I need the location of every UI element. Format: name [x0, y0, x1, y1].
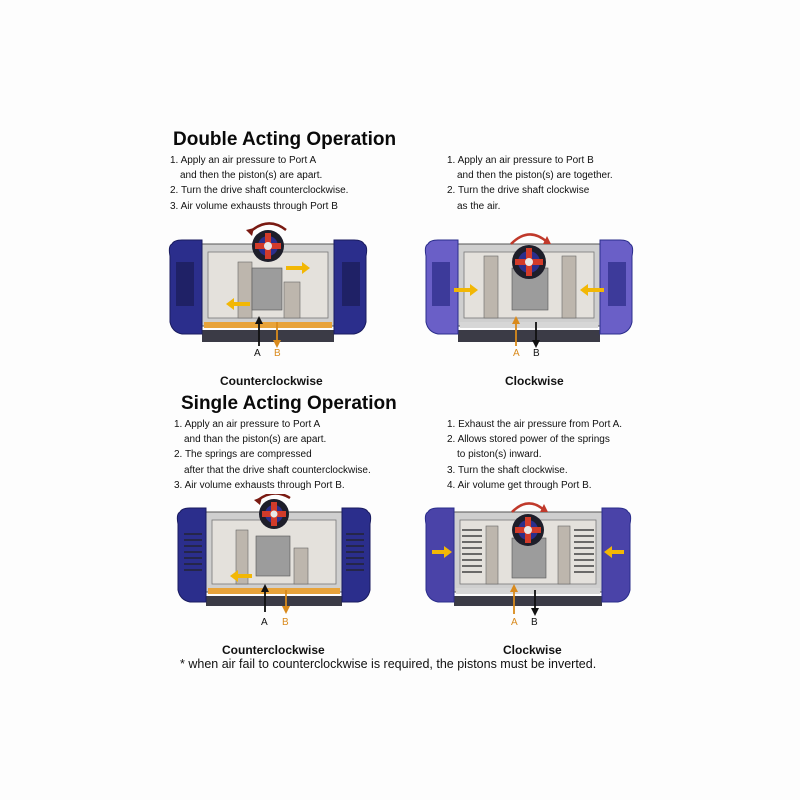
step-line: and then the piston(s) are together. [457, 170, 613, 182]
step-line: 1. Apply an air pressure to Port A [170, 155, 317, 166]
step-line: 3. Air volume exhausts through Port B. [174, 479, 345, 491]
port-b-label: B [274, 348, 281, 359]
port-b-label: B [282, 617, 289, 628]
port-a-label: A [513, 348, 520, 359]
step-line: as the air. [457, 200, 501, 212]
double-cw-actuator-diagram [424, 233, 634, 348]
port-a-label: A [511, 617, 518, 628]
single-acting-title: Single Acting Operation [181, 393, 397, 414]
double-acting-right-steps: 1. Apply an air pressure to Port B and t… [447, 153, 613, 214]
single-ccw-actuator-diagram [176, 494, 372, 614]
step-line: to piston(s) inward. [457, 449, 542, 461]
double-ccw-caption: Counterclockwise [220, 374, 323, 388]
step-line: 3. Air volume exhausts through Port B [170, 200, 338, 212]
step-line: 4. Air volume get through Port B. [447, 479, 592, 491]
double-cw-caption: Clockwise [505, 374, 564, 388]
step-line: 1. Apply an air pressure to Port A [174, 419, 321, 430]
single-cw-actuator-diagram [424, 502, 632, 616]
single-acting-left-steps: 1. Apply an air pressure to Port A and t… [174, 417, 371, 493]
step-line: 1. Exhaust the air pressure from Port A. [447, 419, 623, 430]
step-line: 1. Apply an air pressure to Port B [447, 155, 594, 166]
double-ccw-actuator-diagram [168, 222, 368, 348]
step-line: 2. Allows stored power of the springs [447, 434, 610, 446]
single-cw-caption: Clockwise [503, 643, 562, 657]
step-line: 2. Turn the drive shaft counterclockwise… [170, 185, 349, 197]
step-line: 3. Turn the shaft clockwise. [447, 464, 568, 476]
step-line: and then the piston(s) are apart. [180, 170, 323, 182]
step-line: 2. Turn the drive shaft clockwise [447, 185, 590, 197]
footnote: * when air fail to counterclockwise is r… [180, 657, 597, 671]
step-line: and than the piston(s) are apart. [184, 434, 327, 446]
double-acting-left-steps: 1. Apply an air pressure to Port A and t… [170, 153, 348, 214]
step-line: after that the drive shaft counterclockw… [184, 464, 371, 476]
single-ccw-caption: Counterclockwise [222, 643, 325, 657]
port-a-label: A [254, 348, 261, 359]
port-a-label: A [261, 617, 268, 628]
step-line: 2. The springs are compressed [174, 449, 312, 461]
single-acting-right-steps: 1. Exhaust the air pressure from Port A.… [447, 417, 622, 493]
double-acting-title: Double Acting Operation [173, 129, 397, 150]
port-b-label: B [533, 348, 540, 359]
port-b-label: B [531, 617, 538, 628]
